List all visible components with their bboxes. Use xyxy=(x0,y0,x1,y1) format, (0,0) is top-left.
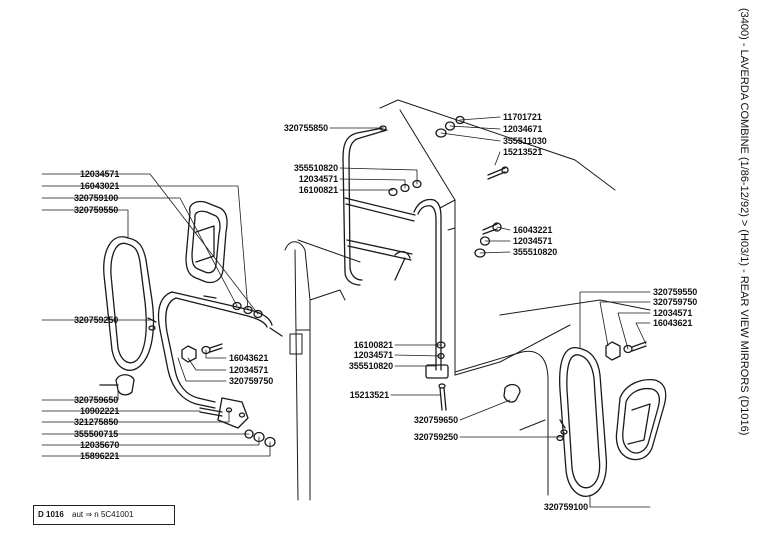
part-label: 355510820 xyxy=(513,247,558,257)
part-label: 10902221 xyxy=(80,406,120,416)
part-label: 12034571 xyxy=(513,236,553,246)
right-mirror-assembly xyxy=(438,341,667,497)
part-label: 320759550 xyxy=(74,205,119,215)
serial-note: aut ⇒ n 5C41001 xyxy=(72,510,134,519)
diagram-code: D 1016 xyxy=(38,510,64,519)
upper-right-hardware xyxy=(388,115,509,258)
part-label: 12034571 xyxy=(653,308,693,318)
part-label: 15896221 xyxy=(80,451,120,461)
upper-mirror-bracket xyxy=(342,125,449,379)
part-label: 320759250 xyxy=(74,315,119,325)
part-label: 320759650 xyxy=(413,415,458,425)
part-label: 16043621 xyxy=(653,318,693,328)
part-label: 12034571 xyxy=(229,365,269,375)
part-label: 355500715 xyxy=(74,429,119,439)
part-label: 355511030 xyxy=(503,136,547,146)
part-label: 12034571 xyxy=(298,174,338,184)
diagram-reference-box: D 1016 aut ⇒ n 5C41001 xyxy=(33,505,175,525)
part-label: 320759750 xyxy=(229,376,274,386)
part-label: 16043221 xyxy=(513,225,553,235)
part-label: 11701721 xyxy=(503,112,542,122)
part-label: 15213521 xyxy=(503,147,543,157)
part-label: 320759100 xyxy=(543,502,588,512)
part-label: 320759650 xyxy=(74,395,119,405)
part-label: 12034671 xyxy=(503,124,543,134)
part-label: 320759250 xyxy=(413,432,458,442)
part-label: 16043021 xyxy=(80,181,120,191)
part-label: 15213521 xyxy=(349,390,389,400)
part-label: 355510820 xyxy=(348,361,393,371)
part-label: 16043621 xyxy=(229,353,269,363)
part-label: 16100821 xyxy=(353,340,393,350)
cab-body-outline xyxy=(284,99,651,501)
side-title: (3400) - LAVERDA COMBINE (1/86-12/92) > … xyxy=(738,8,750,436)
left-mirror-assembly xyxy=(99,200,283,448)
part-label: 12035670 xyxy=(80,440,120,450)
part-label: 16100821 xyxy=(298,185,338,195)
part-label: 320759750 xyxy=(653,297,698,307)
part-label: 321275850 xyxy=(74,417,119,427)
part-label: 12034571 xyxy=(80,169,120,179)
leader-lines xyxy=(41,116,651,508)
part-label: 320759100 xyxy=(74,193,119,203)
part-label: 355510820 xyxy=(293,163,338,173)
part-label: 320759550 xyxy=(653,287,698,297)
part-label: 12034571 xyxy=(353,350,393,360)
part-label: 320755850 xyxy=(283,123,328,133)
